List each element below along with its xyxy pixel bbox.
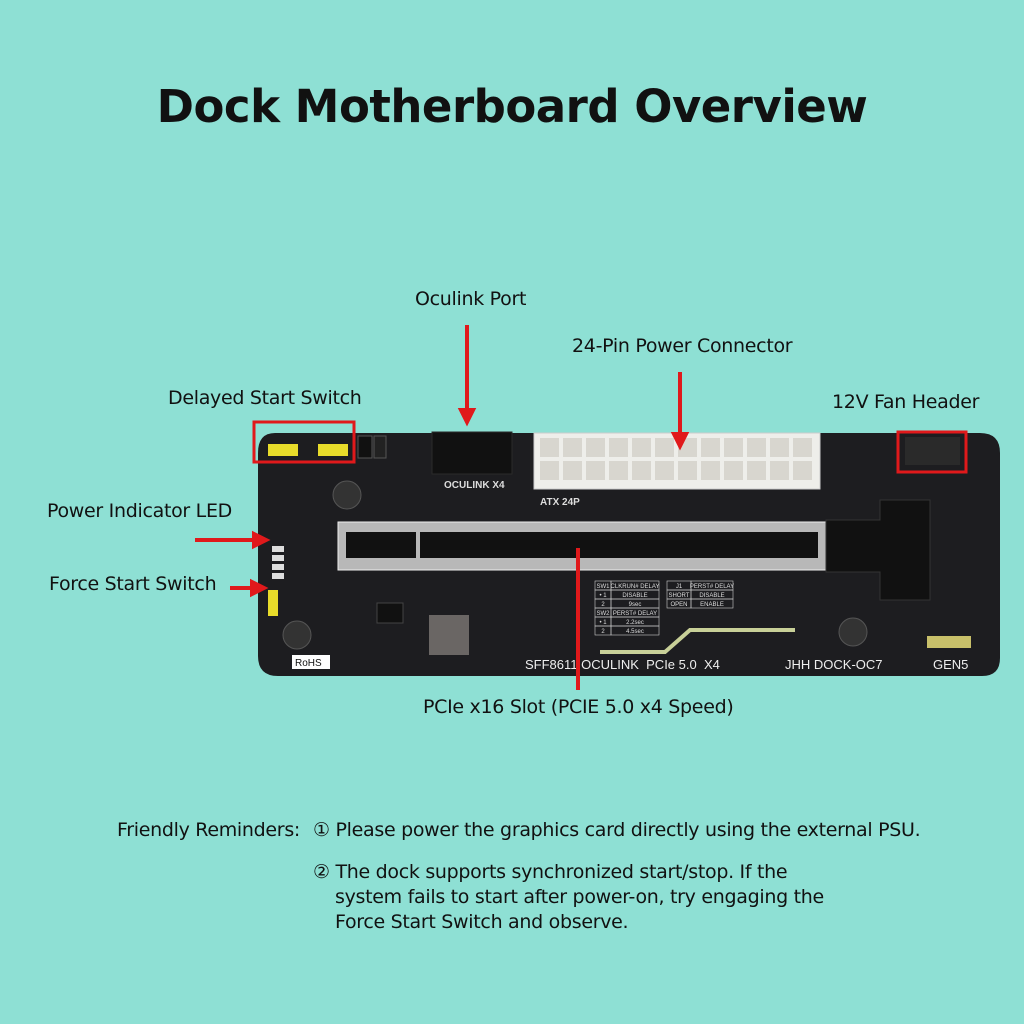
atx-pin bbox=[609, 438, 628, 457]
j2-header bbox=[373, 435, 387, 459]
atx-pin bbox=[747, 461, 766, 480]
label-fan-header: 12V Fan Header bbox=[832, 391, 980, 413]
atx-pin bbox=[701, 461, 720, 480]
name-silk: JHH DOCK-OC7 bbox=[785, 657, 883, 672]
gen-indicator bbox=[927, 636, 971, 648]
atx-pin bbox=[609, 461, 628, 480]
rohs-badge bbox=[292, 655, 330, 669]
atx-pin bbox=[563, 461, 582, 480]
page-title: Dock Motherboard Overview bbox=[156, 80, 868, 133]
j1-table-cell: J1 bbox=[676, 584, 683, 590]
atx-pin bbox=[586, 461, 605, 480]
atx-pin bbox=[724, 438, 743, 457]
power-leds bbox=[272, 546, 284, 579]
atx-pin bbox=[540, 438, 559, 457]
atx-pin bbox=[655, 461, 674, 480]
j1-table-cell: DISABLE bbox=[699, 593, 724, 599]
sw2-table-cell: 2 bbox=[601, 629, 605, 635]
atx-pin bbox=[678, 461, 697, 480]
rohs-text: RoHS bbox=[295, 658, 322, 669]
atx-pin bbox=[586, 438, 605, 457]
sw1-table-cell: • 1 bbox=[599, 593, 607, 599]
reminder-item: Force Start Switch and observe. bbox=[335, 911, 629, 933]
reminder-item: system fails to start after power-on, tr… bbox=[335, 886, 824, 908]
label-delayed-start: Delayed Start Switch bbox=[168, 387, 362, 409]
model-silk: SFF8611 OCULINK PCIe 5.0 X4 bbox=[525, 657, 720, 672]
chip-u3 bbox=[376, 602, 404, 624]
inductor-l1 bbox=[429, 615, 469, 655]
sw1-table-cell: 2 bbox=[601, 602, 605, 608]
j1-table-cell: SHORT bbox=[669, 593, 690, 599]
oculink-silk: OCULINK X4 bbox=[444, 480, 505, 491]
fan-header-highlight bbox=[896, 430, 968, 474]
atx-pin bbox=[563, 438, 582, 457]
sw2-table-cell: SW2 bbox=[596, 611, 610, 617]
atx-pin bbox=[747, 438, 766, 457]
screw bbox=[332, 480, 362, 510]
atx-pin bbox=[540, 461, 559, 480]
label-force-start: Force Start Switch bbox=[49, 573, 217, 595]
reminder-item: ② The dock supports synchronized start/s… bbox=[313, 861, 788, 883]
atx-silk: ATX 24P bbox=[540, 497, 580, 508]
sw3-switch bbox=[268, 590, 278, 616]
sw2-table-cell: 2.2sec bbox=[626, 620, 644, 626]
j1-header bbox=[357, 435, 373, 459]
atx-pin bbox=[793, 461, 812, 480]
screw bbox=[838, 617, 868, 647]
sw1-table-cell: DISABLE bbox=[622, 593, 647, 599]
sw2-switch bbox=[318, 444, 348, 456]
label-oculink-port: Oculink Port bbox=[415, 288, 527, 310]
sw1-table-cell: SW1 bbox=[596, 584, 610, 590]
j1-table-cell: OPEN bbox=[670, 602, 687, 608]
atx-pin bbox=[632, 461, 651, 480]
atx-pin bbox=[724, 461, 743, 480]
reminders-heading: Friendly Reminders: bbox=[117, 819, 301, 841]
atx-pins bbox=[540, 438, 812, 480]
oculink-connector bbox=[431, 431, 513, 475]
delayed-start-highlight bbox=[252, 420, 356, 464]
j1-table-cell: PERST# DELAY bbox=[690, 584, 734, 590]
atx-pin bbox=[655, 438, 674, 457]
atx-pin bbox=[632, 438, 651, 457]
label-power-connector: 24-Pin Power Connector bbox=[572, 335, 793, 357]
atx-pin bbox=[793, 438, 812, 457]
atx-pin bbox=[701, 438, 720, 457]
sw1-switch bbox=[268, 444, 298, 456]
j1-table-cell: ENABLE bbox=[700, 602, 724, 608]
sw2-table-cell: 4.5sec bbox=[626, 629, 644, 635]
atx-pin bbox=[770, 438, 789, 457]
screw bbox=[282, 620, 312, 650]
label-power-led: Power Indicator LED bbox=[47, 500, 233, 522]
sw1-table-cell: CLKRUN# DELAY bbox=[611, 584, 660, 590]
gen-silk: GEN5 bbox=[933, 657, 968, 672]
sw2-table-cell: PERST# DELAY bbox=[613, 611, 657, 617]
fan-connector bbox=[905, 437, 960, 465]
sw1-table-cell: 9sec bbox=[629, 602, 642, 608]
atx-pin bbox=[770, 461, 789, 480]
slot-latch bbox=[825, 499, 931, 601]
reminder-item: ① Please power the graphics card directl… bbox=[313, 819, 921, 841]
label-pcie-slot: PCIe x16 Slot (PCIE 5.0 x4 Speed) bbox=[423, 696, 734, 718]
sw2-table-cell: • 1 bbox=[599, 620, 607, 626]
